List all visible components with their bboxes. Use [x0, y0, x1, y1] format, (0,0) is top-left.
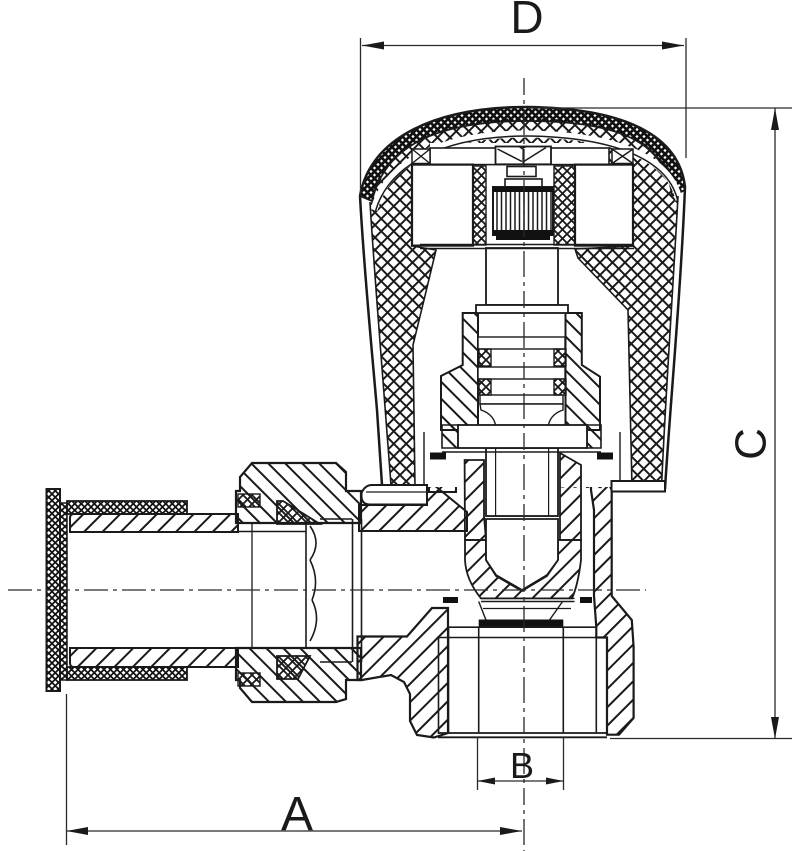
svg-text:B: B — [510, 745, 534, 786]
svg-text:A: A — [281, 788, 313, 841]
svg-text:C: C — [727, 428, 776, 460]
svg-text:D: D — [510, 0, 543, 43]
